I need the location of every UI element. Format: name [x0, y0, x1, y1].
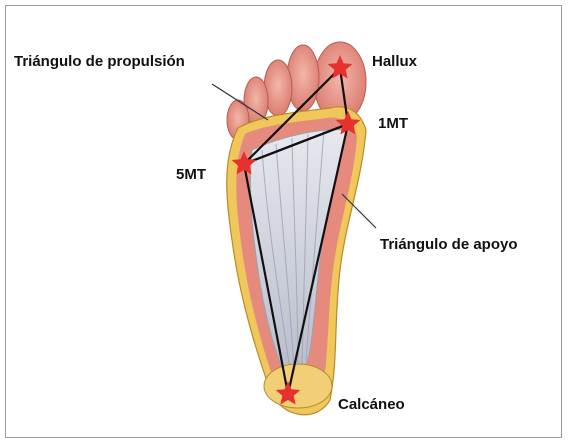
calcaneus-label: Calcáneo: [338, 397, 405, 412]
heel-pad: [264, 364, 332, 408]
propulsion-triangle-label: Triángulo de propulsión: [14, 54, 185, 69]
toe-second: [287, 45, 319, 111]
fifth-metatarsal-label: 5MT: [176, 167, 206, 182]
hallux-label: Hallux: [372, 54, 417, 69]
support-triangle-label: Triángulo de apoyo: [380, 237, 518, 252]
first-metatarsal-label: 1MT: [378, 116, 408, 131]
toe-third: [264, 60, 292, 116]
